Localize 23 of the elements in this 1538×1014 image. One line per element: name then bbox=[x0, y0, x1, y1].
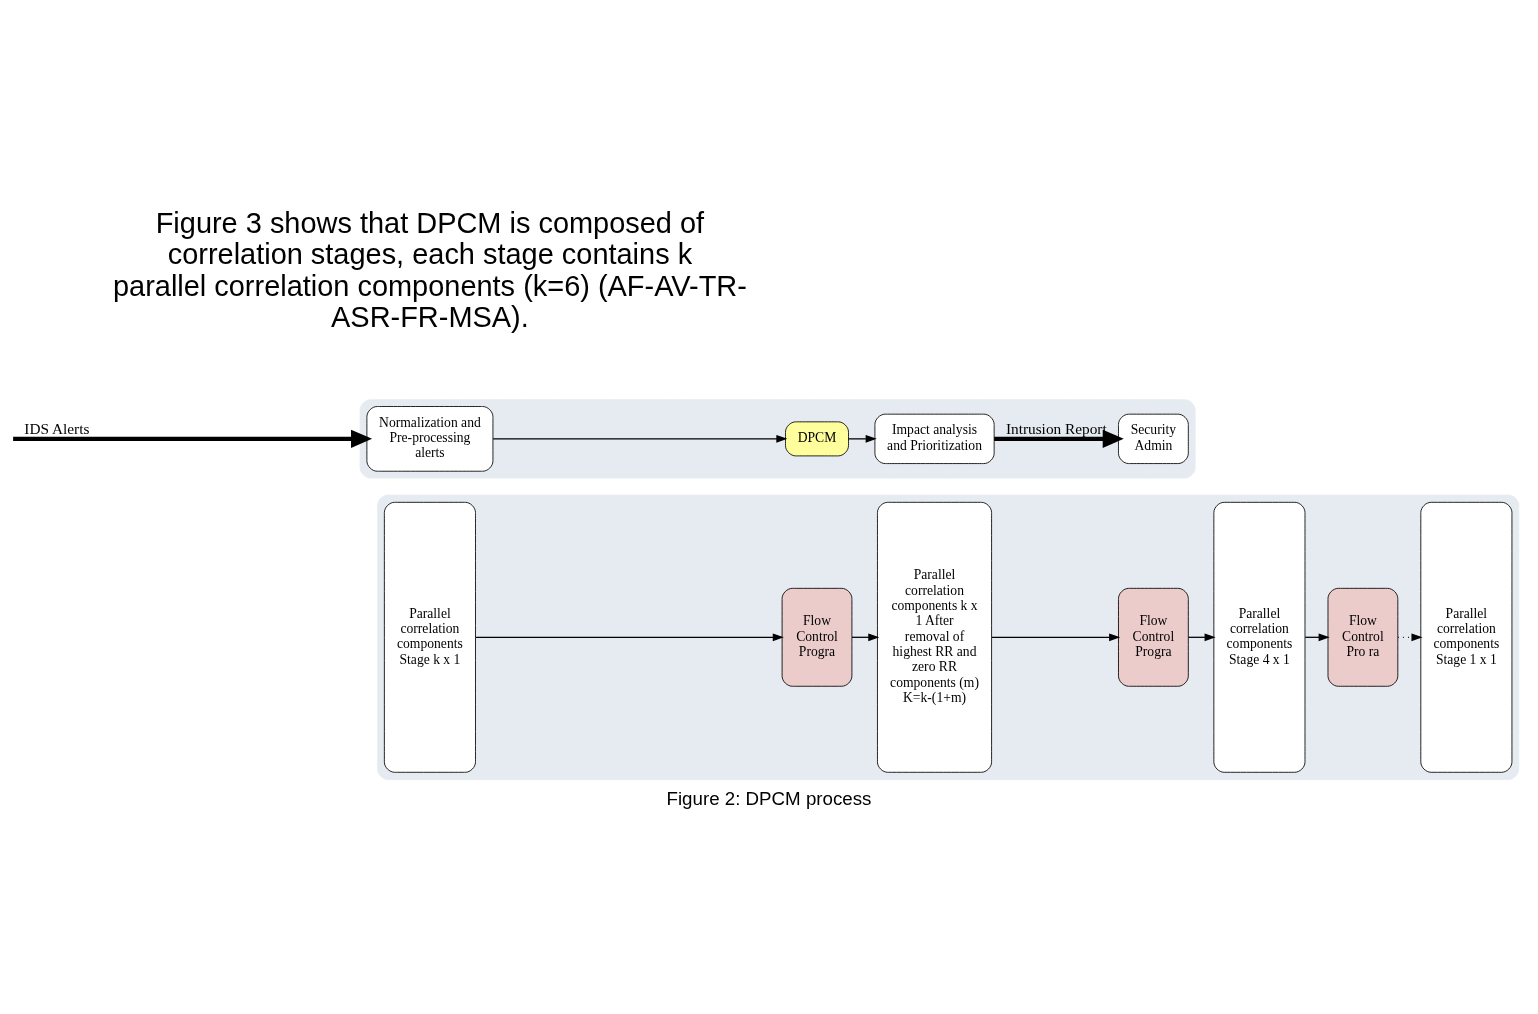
cluster bbox=[359, 399, 1196, 479]
cluster bbox=[377, 494, 1520, 780]
arrow bbox=[994, 429, 1124, 449]
label: Figure 3 shows that DPCM is composed of correlation stages, each stage contains k parallel correlation components (k=6) (AF-AV-TR-ASR-FR-MSA). bbox=[112, 206, 747, 334]
node-box: Impact analysis and Prioritization bbox=[874, 413, 995, 464]
node-box: Parallel correlation components Stage k x 1 bbox=[383, 501, 476, 773]
node-box: Parallel correlation components Stage 4 x 1 bbox=[1213, 501, 1306, 773]
node-box: Flow Control Progra bbox=[781, 587, 853, 687]
edge-label: Intrusion Report bbox=[1005, 420, 1107, 438]
node-box: Parallel correlation components Stage 1 x 1 bbox=[1420, 501, 1513, 773]
node-box: Parallel correlation components k x 1 After removal of highest RR and zero RR components (m) K=k-(1+m) bbox=[877, 501, 992, 773]
arrow bbox=[990, 633, 1121, 642]
arrow bbox=[847, 435, 877, 443]
arrow bbox=[475, 633, 784, 642]
node-box: Flow Control Progra bbox=[1118, 587, 1189, 687]
node-box: Security Admin bbox=[1118, 413, 1189, 464]
node-box: DPCM bbox=[785, 421, 849, 457]
caption: Figure 2: DPCM process bbox=[666, 787, 872, 809]
node-box: Normalization and Pre-processing alerts bbox=[366, 406, 494, 472]
arrow bbox=[13, 429, 373, 449]
node-box: Flow Control Pro ra bbox=[1327, 587, 1399, 687]
edge-label: IDS Alerts bbox=[24, 420, 90, 438]
arrow bbox=[492, 435, 788, 443]
